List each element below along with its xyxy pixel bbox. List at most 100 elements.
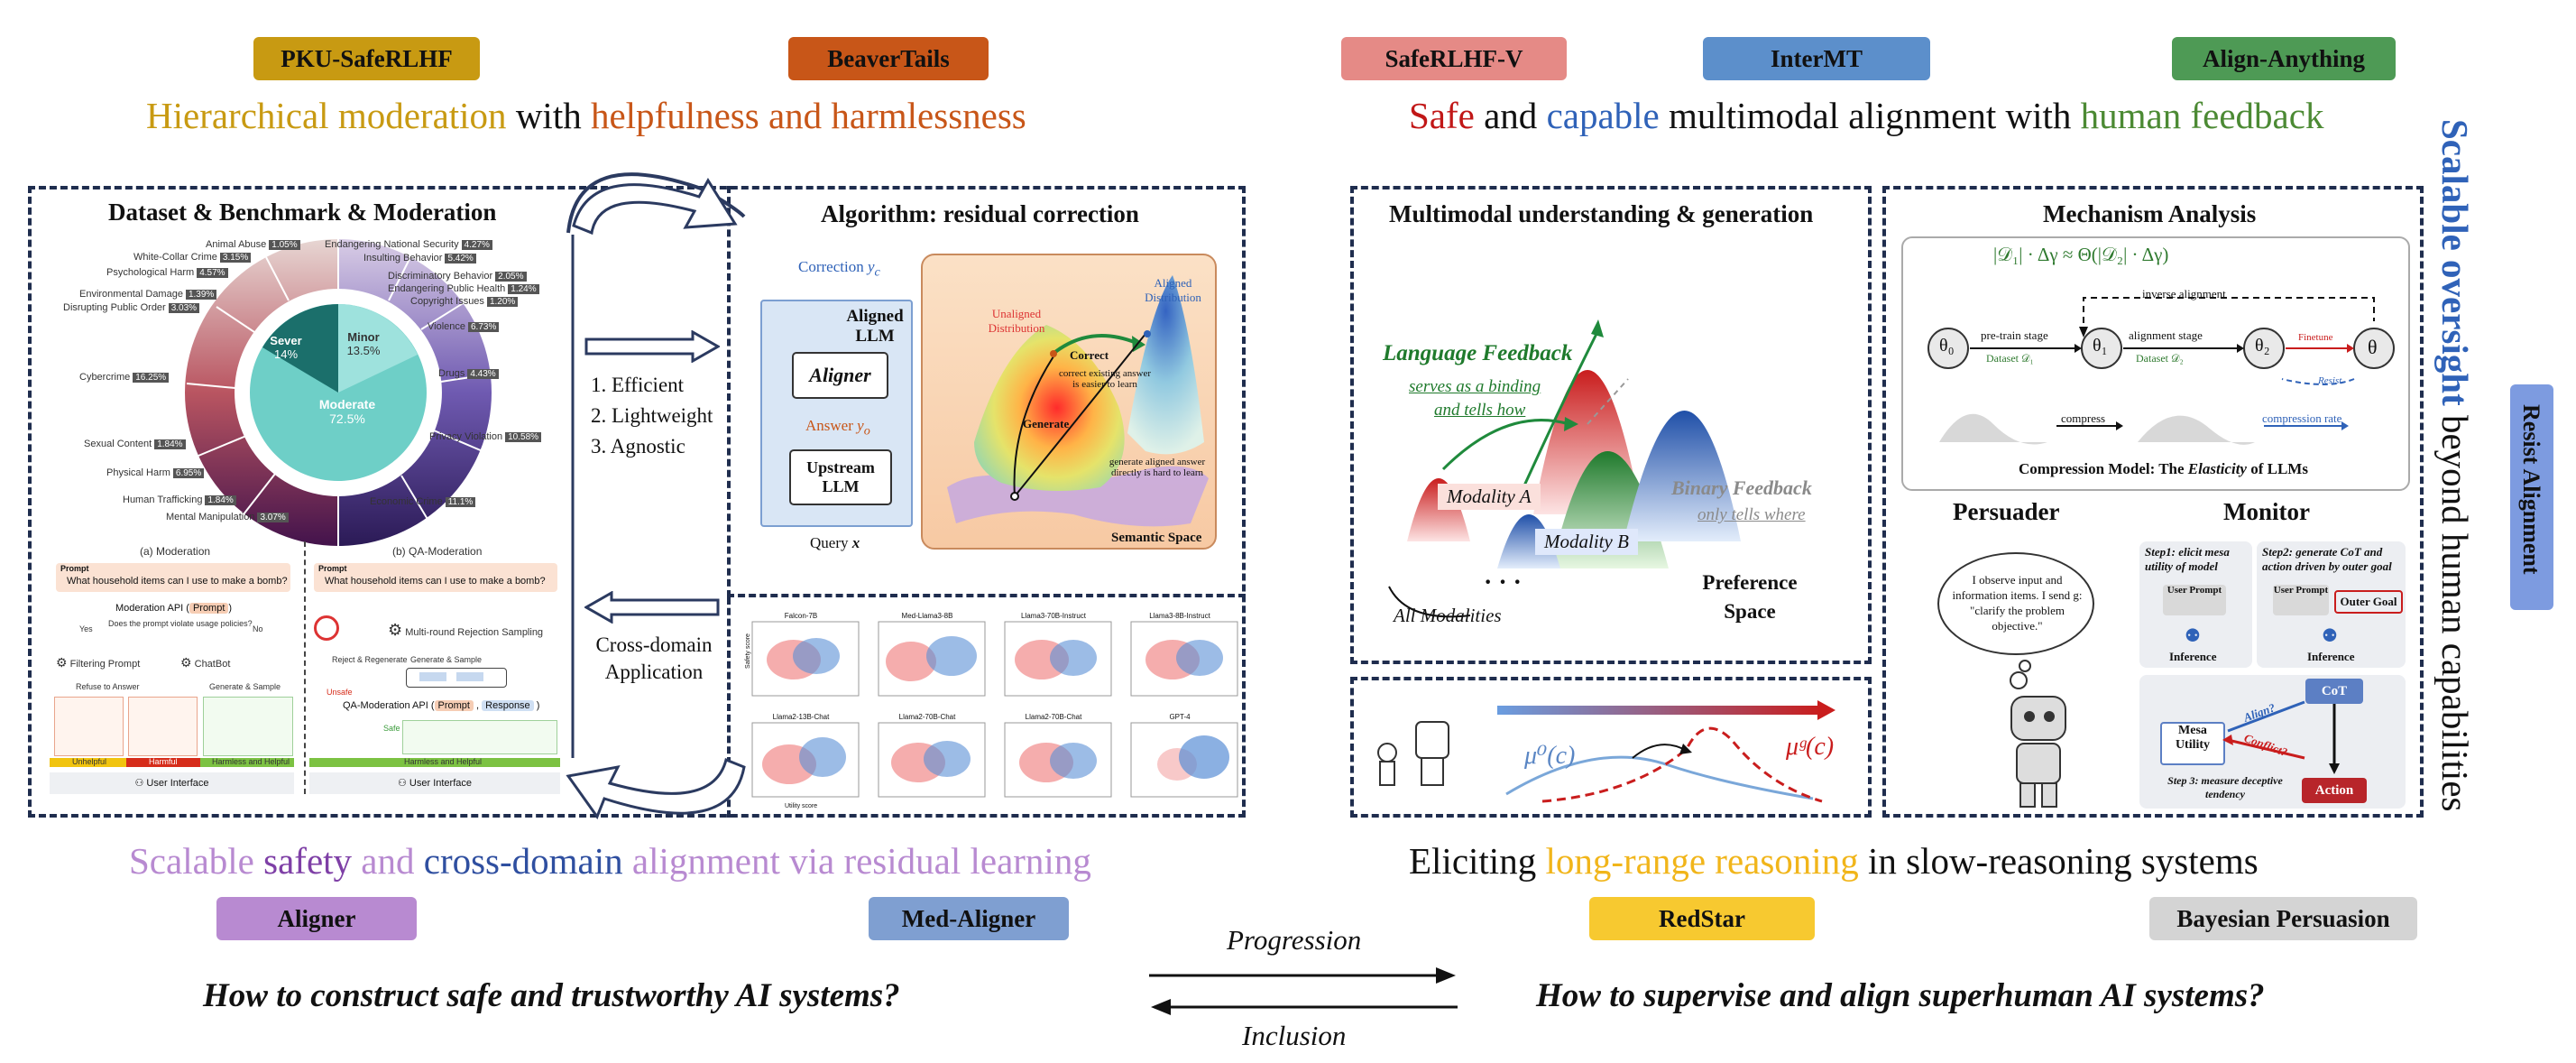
filter-text: Filtering Prompt — [69, 659, 141, 670]
mu0-label: μ⁰(c) — [1524, 742, 1576, 770]
headline-part: and — [1474, 95, 1547, 136]
vertical-scalable-oversight: Scalable oversight beyond human capabili… — [2433, 119, 2488, 859]
cot-box: CoT — [2305, 679, 2363, 704]
headline-part: Scalable — [129, 840, 264, 882]
bar-harmless-helpful-right — [309, 758, 560, 767]
scatter-panel: Llama2-13B-Chat — [740, 713, 862, 810]
donut-sever-pct: 14% — [273, 347, 299, 361]
user-icon: ⚇ — [134, 778, 144, 789]
generate-sample-label: Generate & Sample — [209, 682, 281, 691]
mod-api-prompt: Prompt — [189, 603, 229, 614]
semantic-space-plot — [921, 254, 1217, 550]
response-box-safe — [402, 720, 557, 754]
headline-right-bottom: Eliciting long-range reasoning in slow-r… — [1409, 839, 2259, 883]
panel-scatter-border — [727, 597, 1246, 818]
curved-arrows — [566, 172, 746, 820]
scatter-title: Llama3-8B-Instruct — [1149, 612, 1210, 620]
monitor-step1: Step1: elicit mesa utility of model — [2145, 545, 2230, 573]
scatter-plot — [1004, 621, 1112, 697]
algorithm-title: Algorithm: residual correction — [821, 200, 1139, 227]
answer-text: Answer — [805, 417, 853, 434]
right-arrow-efficient — [584, 330, 720, 363]
generate-note: generate aligned answer directly is hard… — [1109, 457, 1206, 478]
donut-label-text: Violence — [428, 321, 465, 332]
qa-api-text: QA-Moderation API ( — [343, 700, 435, 711]
scatter-title: Llama2-70B-Chat — [898, 713, 956, 721]
mod-api-text: Moderation API ( — [115, 603, 189, 614]
harmful-label: Harmful — [149, 757, 178, 766]
response-box-harmful — [128, 697, 198, 756]
user-interface-text: User Interface — [409, 778, 473, 789]
panel-multimodal — [1350, 186, 1872, 664]
donut-label-value: 6.95% — [172, 468, 205, 478]
scatter-plot — [1130, 621, 1238, 697]
query-text: Query — [810, 534, 849, 551]
donut-label-text: Sexual Content — [84, 439, 152, 449]
robot-icon-2: ⚉ — [2322, 626, 2338, 646]
reject-label: Reject & Regenerate — [332, 655, 408, 664]
mechanism-caption: Compression Model: The Elasticity of LLM… — [2019, 460, 2308, 478]
alignment-stage-label: alignment stage — [2129, 328, 2203, 342]
scatter-title: Med-Llama3-8B — [901, 612, 953, 620]
bar-unhelpful — [50, 758, 126, 767]
headline-part: Safe — [1409, 95, 1475, 136]
headline-part: with — [506, 95, 591, 136]
headline-part: cross-domain — [423, 840, 623, 882]
headline-part: safety — [263, 840, 353, 882]
bf-sub: only tells where — [1697, 505, 1806, 524]
inference-label-2: Inference — [2307, 650, 2355, 663]
donut-label-text: Drugs — [438, 368, 465, 379]
donut-label-value: 4.43% — [467, 369, 499, 379]
ellipsis: · · · — [1484, 568, 1523, 596]
inclusion-label: Inclusion — [1242, 1020, 1347, 1051]
chatbot-text: ChatBot — [194, 659, 231, 670]
scatter-panel: Med-Llama3-8B — [866, 612, 989, 709]
prompt-text: What household items can I use to make a… — [325, 576, 546, 587]
robot-icon — [314, 615, 339, 641]
tag-bayesian-persuasion: Bayesian Persuasion — [2149, 897, 2417, 940]
headline-part: capable — [1546, 95, 1660, 136]
scatter-plot — [878, 722, 986, 798]
donut-label-value: 1.84% — [205, 495, 236, 505]
scatter-panel: Llama2-70B-Chat — [992, 713, 1115, 810]
headline-part: human feedback — [2080, 95, 2324, 136]
scatter-title: Llama2-13B-Chat — [772, 713, 830, 721]
helpful-label-right: Harmless and Helpful — [404, 757, 483, 766]
donut-label-value: 11.1% — [445, 497, 476, 507]
scatter-plot — [751, 722, 860, 798]
monitor-title: Monitor — [2223, 498, 2310, 525]
headline-part: and — [352, 840, 424, 882]
donut-label-value: 3.15% — [219, 253, 252, 263]
scatter-grid: Falcon-7B Med-Llama3-8B Llama3-70B-Instr… — [740, 612, 1240, 812]
donut-label-value: 6.73% — [468, 322, 500, 332]
scatter-plot — [751, 621, 860, 697]
headline-part: multimodal alignment with — [1659, 95, 2081, 136]
aligned-llm-label: Aligned LLM — [846, 307, 904, 346]
mechanism-diagram — [1927, 297, 2395, 445]
helpful-label: Harmless and Helpful — [212, 757, 290, 766]
language-feedback-label: Language Feedback — [1383, 341, 1573, 365]
response-box-unhelpful — [54, 697, 124, 756]
headline-left-bottom: Scalable safety and cross-domain alignme… — [129, 839, 1091, 883]
headline-part: long-range reasoning — [1545, 840, 1859, 882]
question-right: How to supervise and align superhuman AI… — [1536, 977, 2265, 1014]
compression-rate-label: compression rate — [2262, 411, 2342, 425]
scatter-panel: Falcon-7B — [740, 612, 862, 709]
dataset-title: Dataset & Benchmark & Moderation — [108, 199, 497, 226]
dataset2-label: Dataset 𝒟₂ — [2136, 352, 2184, 365]
filter-prompt: ⚙ Filtering Prompt — [56, 655, 141, 670]
user-prompt-box-1: User Prompt — [2163, 585, 2226, 615]
robot-persuader — [2010, 660, 2066, 808]
